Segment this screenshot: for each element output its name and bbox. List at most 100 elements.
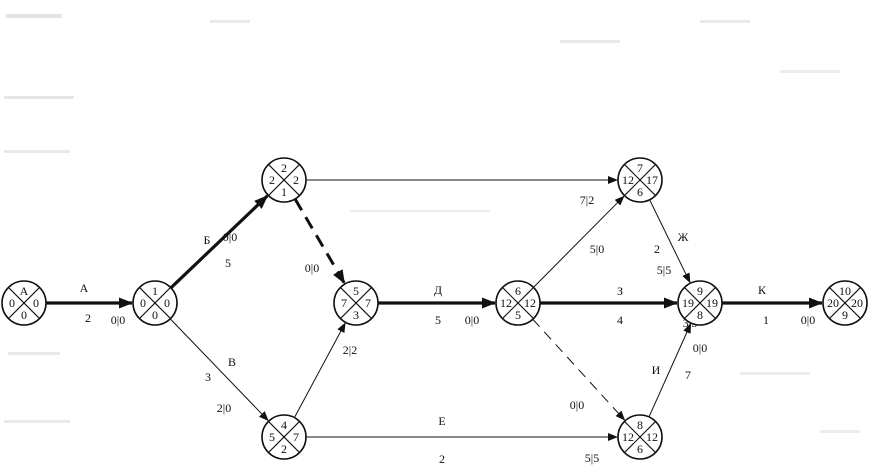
- edge-6-8: [532, 318, 626, 421]
- node-5: 57 73: [333, 280, 379, 326]
- node-number: 7: [637, 161, 643, 175]
- node-early-time: 12: [500, 296, 512, 310]
- node-4: 45 72: [261, 414, 307, 460]
- node-early-time: 0: [140, 296, 146, 310]
- node-early-time: 5: [269, 430, 275, 444]
- edge-7-9: [649, 199, 691, 284]
- edge-reserve-label: 2|2: [343, 343, 357, 357]
- node-divider: [684, 287, 716, 319]
- node-early-time: 12: [622, 173, 634, 187]
- node-early-time: 19: [682, 296, 694, 310]
- node-reserve: 8: [697, 308, 703, 322]
- edges-layer: [46, 176, 823, 441]
- edge-name-label: З: [617, 284, 623, 298]
- edge-reserve-label: 0|0: [465, 313, 479, 327]
- edge-duration-label: 5: [435, 313, 441, 327]
- edge-1-4: [169, 318, 269, 422]
- node-late-time: 12: [524, 296, 536, 310]
- node-late-time: 7: [293, 430, 299, 444]
- edge-name-label: В: [228, 355, 236, 369]
- edge-8-9: [648, 323, 692, 418]
- edge-reserve-label: 7|2: [580, 193, 594, 207]
- edge-reserve-label: 0|0: [223, 230, 237, 244]
- edge-name-label: И: [652, 363, 661, 377]
- node-number: 9: [697, 284, 703, 298]
- node-early-time: 2: [269, 173, 275, 187]
- node-early-time: 0: [9, 296, 15, 310]
- edge-reserve-label: 5|5: [657, 263, 671, 277]
- edge-6-7: [533, 195, 625, 288]
- node-late-time: 20: [851, 296, 863, 310]
- edge-duration-label: 5: [225, 256, 231, 270]
- node-number: 2: [281, 161, 287, 175]
- edge-duration-label: 2: [654, 242, 660, 256]
- node-divider: [268, 421, 300, 453]
- node-late-time: 17: [646, 173, 658, 187]
- edge-4-5: [293, 322, 346, 418]
- node-number: 5: [353, 284, 359, 298]
- edge-duration-label: 3: [205, 370, 211, 384]
- node-reserve: 5: [515, 308, 521, 322]
- node-late-time: 0: [33, 296, 39, 310]
- node-divider: [8, 287, 40, 319]
- node-number: 8: [637, 418, 643, 432]
- node-divider: [502, 287, 534, 319]
- node-divider: [268, 164, 300, 196]
- node-reserve: 2: [281, 442, 287, 456]
- node-late-time: 19: [706, 296, 718, 310]
- node-late-time: 12: [646, 430, 658, 444]
- node-divider: [340, 287, 372, 319]
- node-number: 1: [152, 284, 158, 298]
- edge-duration-label: 2: [439, 452, 445, 466]
- node-divider: [624, 421, 656, 453]
- edge-duration-label: 2: [85, 311, 91, 325]
- edge-duration-label: 4: [617, 313, 623, 327]
- node-7: 712 176: [617, 157, 663, 203]
- node-late-time: 0: [164, 296, 170, 310]
- edge-labels-layer: А20|0Б50|0В32|00|07|22|2Е25|5Д50|05|0З43…: [80, 193, 816, 466]
- node-late-time: 7: [365, 296, 371, 310]
- scan-noise: [4, 14, 860, 433]
- node-reserve: 1: [281, 185, 287, 199]
- edge-2-5: [293, 198, 346, 285]
- node-number: A: [20, 284, 29, 298]
- node-number: 6: [515, 284, 521, 298]
- edge-name-label: Е: [438, 414, 445, 428]
- edge-duration-label: 1: [763, 313, 769, 327]
- node-reserve: 6: [637, 442, 643, 456]
- node-early-time: 12: [622, 430, 634, 444]
- edge-duration-label: 7: [685, 368, 691, 382]
- node-number: 10: [839, 284, 851, 298]
- node-reserve: 9: [842, 308, 848, 322]
- edge-reserve-label: 5|0: [590, 242, 604, 256]
- edge-reserve-label: 5|5: [585, 451, 599, 465]
- node-reserve: 3: [353, 308, 359, 322]
- node-early-time: 20: [827, 296, 839, 310]
- edge-reserve-label: 0|0: [305, 261, 319, 275]
- node-divider: [624, 164, 656, 196]
- edge-reserve-label: 0|0: [570, 398, 584, 412]
- edge-reserve-label: 2|0: [217, 401, 231, 415]
- node-reserve: 0: [21, 308, 27, 322]
- edge-name-label: Ж: [678, 230, 689, 244]
- node-9: 919 198: [677, 280, 723, 326]
- node-6: 612 125: [495, 280, 541, 326]
- node-divider: [829, 287, 861, 319]
- node-reserve: 6: [637, 185, 643, 199]
- node-number: 4: [281, 418, 287, 432]
- node-reserve: 0: [152, 308, 158, 322]
- node-early-time: 7: [341, 296, 347, 310]
- node-divider: [139, 287, 171, 319]
- edge-reserve-label: 0|0: [111, 313, 125, 327]
- edge-name-label: А: [80, 281, 89, 295]
- edge-reserve-label: 0|0: [693, 341, 707, 355]
- edge-name-label: К: [758, 283, 767, 297]
- edge-name-label: Д: [434, 283, 442, 297]
- edge-name-label: Б: [204, 233, 211, 247]
